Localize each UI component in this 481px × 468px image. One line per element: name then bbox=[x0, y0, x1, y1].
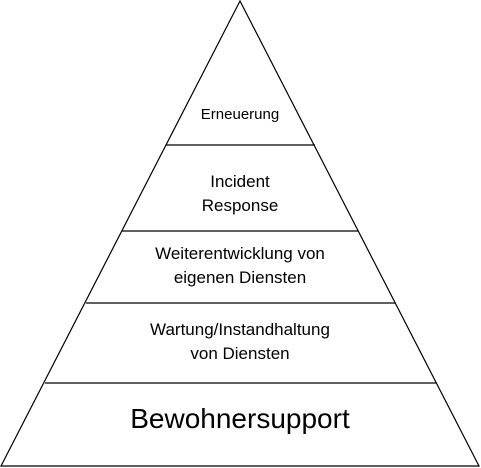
level-erneuerung: Erneuerung bbox=[201, 106, 279, 123]
level-wartung-line2: von Diensten bbox=[190, 344, 289, 363]
level-bewohnersupport: Bewohnersupport bbox=[130, 403, 350, 434]
level-weiterentwicklung-line2: eigenen Diensten bbox=[174, 268, 306, 287]
level-incident-response: Incident Response bbox=[202, 172, 279, 215]
level-incident-response-line1: Incident bbox=[210, 172, 270, 191]
level-bewohnersupport-label: Bewohnersupport bbox=[130, 403, 350, 434]
level-incident-response-line2: Response bbox=[202, 196, 279, 215]
level-weiterentwicklung-line1: Weiterentwicklung von bbox=[155, 244, 325, 263]
level-weiterentwicklung: Weiterentwicklung von eigenen Diensten bbox=[155, 244, 325, 287]
level-wartung: Wartung/Instandhaltung von Diensten bbox=[150, 320, 330, 363]
level-wartung-line1: Wartung/Instandhaltung bbox=[150, 320, 330, 339]
level-erneuerung-label: Erneuerung bbox=[201, 106, 279, 123]
